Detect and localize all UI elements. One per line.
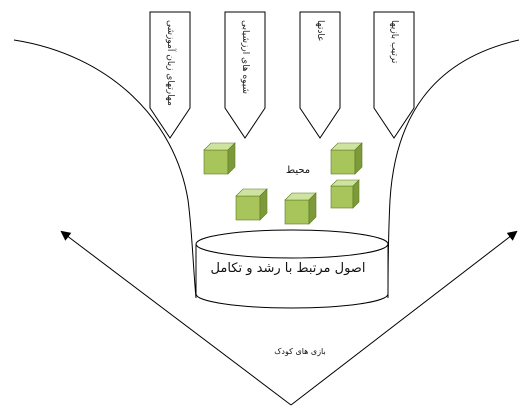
bottom-label: بازی های کودک <box>274 347 325 356</box>
label-box-1-text: مهارتهای زبان آموزشی <box>165 20 177 106</box>
funnel-left-curve <box>13 39 197 299</box>
label-box-2-text: شیوه های ارزشیابی <box>240 20 250 94</box>
triangle-right-arrow <box>290 230 518 406</box>
label-box-4: ترتیب بازیها <box>373 11 415 139</box>
label-box-3-text: عادتها <box>315 20 325 42</box>
cube-icon <box>330 142 363 175</box>
cubes-group <box>203 142 363 225</box>
cube-icon <box>330 179 360 209</box>
label-box-2: شیوه های ارزشیابی <box>224 11 266 139</box>
triangle-left-arrow <box>60 230 292 406</box>
base-label: اصول مرتبط با رشد و تکامل <box>211 261 366 276</box>
cube-icon <box>235 188 268 221</box>
center-label: محیط <box>286 165 310 176</box>
label-box-3: عادتها <box>299 11 341 139</box>
cylinder <box>195 229 389 309</box>
label-box-4-text: ترتیب بازیها <box>389 20 399 64</box>
cube-icon <box>284 192 317 225</box>
label-box-1: مهارتهای زبان آموزشی <box>149 11 191 139</box>
cube-icon <box>203 142 236 175</box>
